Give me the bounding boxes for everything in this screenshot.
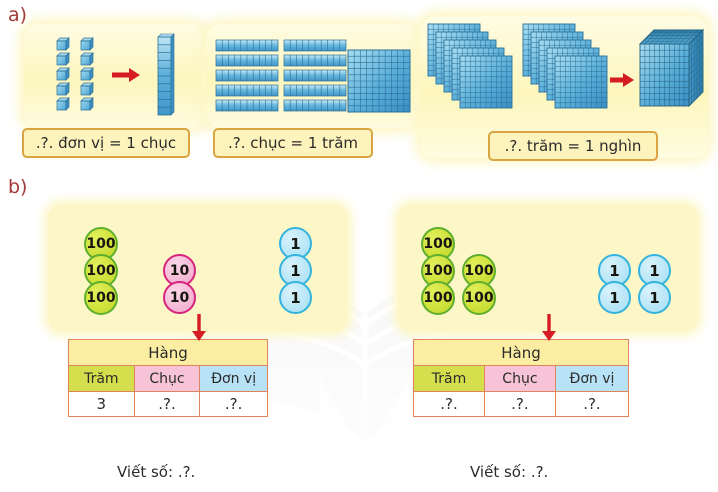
table-row-group-header: Hàng [413, 339, 629, 366]
section-label-b: b) [8, 176, 28, 198]
section-label-a: a) [8, 4, 28, 26]
panel-ones-to-ten-blocks [56, 33, 175, 116]
table-cell-donvi-value[interactable]: .?. [199, 391, 268, 417]
coin-one[interactable]: 1 [638, 281, 671, 314]
table-row-group-header: Hàng [68, 339, 268, 366]
label-hundreds-to-thousand: .?. trăm = 1 nghìn [488, 131, 658, 161]
label-ones-to-ten-text: .?. đơn vị = 1 chục [35, 134, 177, 152]
b-left-write-number: Viết số: .?. [117, 463, 195, 481]
label-ones-to-ten: .?. đơn vị = 1 chục [22, 128, 190, 158]
label-hundreds-to-thousand-text: .?. trăm = 1 nghìn [504, 137, 642, 155]
table-header-tram: Trăm [68, 365, 135, 392]
table-header-donvi: Đơn vị [554, 365, 630, 392]
table-header-donvi: Đơn vị [199, 365, 268, 392]
coin-hundred[interactable]: 100 [84, 254, 118, 288]
table-header-hang: Hàng [68, 339, 268, 366]
coin-hundred[interactable]: 100 [421, 281, 455, 315]
table-row: 3 .?. .?. [68, 391, 268, 417]
coin-ten[interactable]: 10 [163, 281, 196, 314]
b-right-write-number-label: Viết số: [470, 463, 527, 481]
table-row-column-headers: Trăm Chục Đơn vị [68, 365, 268, 392]
table-row-column-headers: Trăm Chục Đơn vị [413, 365, 630, 392]
table-row: .?. .?. .?. [413, 391, 630, 417]
label-tens-to-hundred: .?. chục = 1 trăm [213, 128, 373, 158]
b-left-write-number-value[interactable]: .?. [177, 463, 196, 481]
b-left-write-number-label: Viết số: [117, 463, 174, 481]
table-cell-chuc-value[interactable]: .?. [483, 391, 556, 417]
coin-hundred[interactable]: 100 [84, 227, 118, 261]
b-right-write-number-value[interactable]: .?. [530, 463, 549, 481]
table-header-chuc: Chục [133, 365, 201, 392]
table-cell-chuc-value[interactable]: .?. [133, 391, 201, 417]
panel-tens-to-hundred-blocks [215, 39, 411, 113]
b-right-place-value-table: Hàng Trăm Chục Đơn vị .?. .?. .?. [413, 339, 630, 417]
coin-one[interactable]: 1 [598, 281, 631, 314]
table-cell-tram-value[interactable]: .?. [413, 391, 485, 417]
table-header-hang: Hàng [413, 339, 629, 366]
b-left-place-value-table: Hàng Trăm Chục Đơn vị 3 .?. .?. [68, 339, 268, 417]
panel-hundreds-to-thousand-blocks [427, 23, 705, 109]
coin-one[interactable]: 1 [279, 281, 312, 314]
coin-hundred[interactable]: 100 [462, 281, 496, 315]
b-left-down-arrow [192, 314, 206, 341]
table-cell-donvi-value[interactable]: .?. [554, 391, 630, 417]
coin-hundred[interactable]: 100 [84, 281, 118, 315]
b-right-down-arrow [542, 314, 556, 341]
b-right-write-number: Viết số: .?. [470, 463, 548, 481]
table-cell-tram-value[interactable]: 3 [68, 391, 135, 417]
table-header-chuc: Chục [483, 365, 556, 392]
label-tens-to-hundred-text: .?. chục = 1 trăm [227, 134, 359, 152]
table-header-tram: Trăm [413, 365, 485, 392]
